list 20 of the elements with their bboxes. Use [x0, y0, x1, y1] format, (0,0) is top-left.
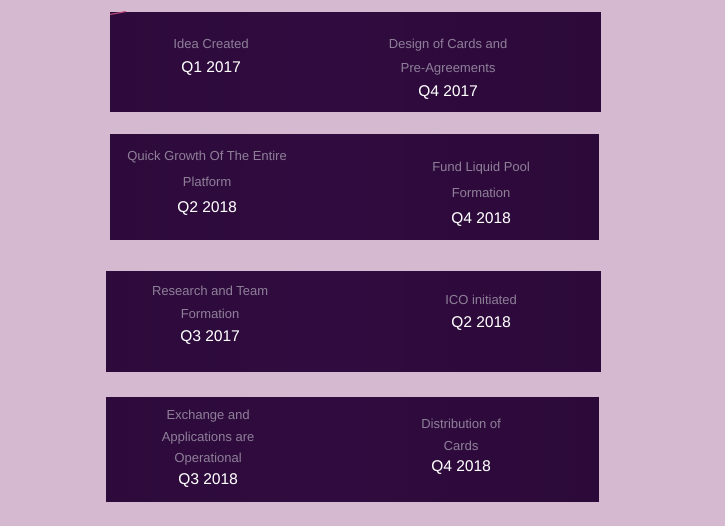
milestone-date: Q4 2018 [451, 209, 511, 229]
roadmap-panel [110, 12, 601, 112]
milestone-date: Q3 2018 [178, 470, 238, 490]
milestone-date: Q1 2017 [181, 58, 241, 78]
milestone-description: Fund Liquid Pool Formation [431, 158, 531, 202]
milestone-date: Q4 2017 [418, 82, 478, 102]
milestone-description: Quick Growth Of The Entire Platform [126, 147, 288, 191]
milestone-description: Design of Cards and Pre-Agreements [388, 35, 508, 77]
roadmap-panel [106, 397, 599, 502]
milestone-description: Research and Team Formation [150, 282, 270, 323]
milestone-description: Exchange and Applications are Operational [160, 406, 256, 467]
milestone-description: Distribution of Cards [420, 415, 502, 454]
milestone-description: ICO initiated [445, 291, 517, 309]
milestone-date: Q3 2017 [180, 327, 240, 347]
milestone-date: Q2 2018 [451, 313, 511, 333]
milestone-description: Idea Created [173, 35, 249, 53]
roadmap-panel [110, 134, 599, 240]
milestone-date: Q2 2018 [177, 198, 237, 218]
roadmap-panel [106, 271, 601, 372]
milestone-date: Q4 2018 [431, 457, 491, 477]
